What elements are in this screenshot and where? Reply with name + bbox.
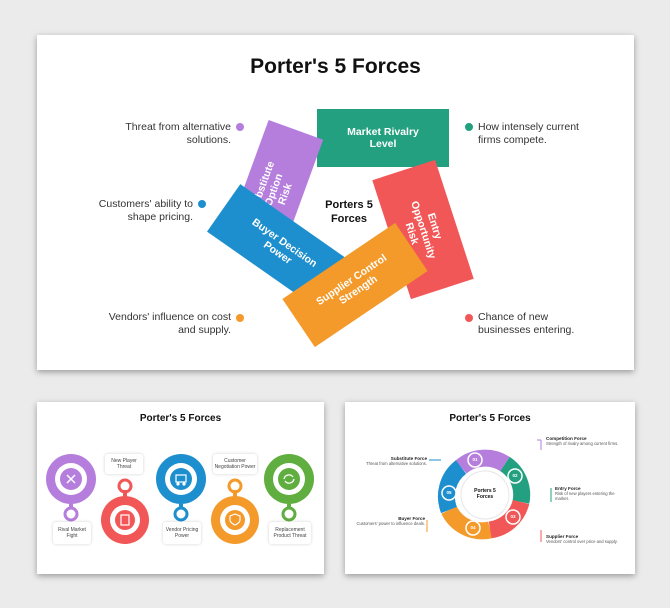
note-entry: Chance of new businesses entering. — [478, 311, 575, 336]
thumbnail-slide-cycle[interactable]: Porter's 5 Forces Porters 5 Forces — [345, 402, 635, 574]
close-icon — [66, 474, 76, 484]
center-label: Porters 5 Forces — [317, 198, 381, 226]
cycle-center-line-2: Forces — [476, 494, 494, 500]
cycle-item-supplier: Supplier Force Vendors' control over pri… — [546, 534, 618, 544]
dot-entry — [465, 314, 473, 322]
band-rivalry: Market Rivalry Level — [317, 109, 449, 167]
door-icon — [120, 514, 130, 526]
cycle-item-desc: Customers' power to influence deals. — [356, 521, 425, 526]
dot-buyer — [198, 200, 206, 208]
pins-graphic — [46, 454, 314, 544]
cycle-item-buyer: Buyer Force Customers' power to influenc… — [353, 516, 425, 526]
label-new-player: New Player Threat — [105, 454, 143, 474]
shield-icon — [229, 513, 241, 526]
note-buyer: Customers' ability to shape pricing. — [98, 198, 193, 223]
dot-substitute — [236, 123, 244, 131]
center-line-1: Porters 5 — [325, 199, 373, 211]
slide-title: Porter's 5 Forces — [139, 413, 222, 424]
cycle-item-desc: Vendors' control over price and supply. — [546, 539, 618, 544]
recycle-icon — [283, 474, 295, 484]
band-buyer-label: Buyer Decision Power — [249, 216, 320, 270]
label-customer: Customer Negotiation Power — [213, 454, 257, 474]
label-rival: Rival Market Fight — [53, 522, 91, 544]
cycle-graphic — [426, 439, 552, 542]
step-02: 02 — [512, 473, 518, 478]
step-01: 01 — [472, 457, 478, 462]
slide-title: Porter's 5 Forces — [449, 413, 531, 424]
step-04: 04 — [470, 525, 476, 530]
pin-purple — [46, 454, 96, 522]
pin-orange — [211, 478, 259, 544]
cycle-item-substitute: Substitute Force Threat from alternative… — [353, 456, 427, 466]
pin-blue — [156, 454, 206, 522]
shopping-cart-icon — [175, 474, 187, 486]
cycle-center-label: Porters 5 Forces — [461, 488, 509, 500]
cycle-item-title: Competition Force — [546, 436, 587, 441]
dot-supplier — [236, 314, 244, 322]
note-supplier: Vendors' influence on cost and supply. — [108, 311, 231, 336]
cycle-item-competition: Competition Force Strength of rivalry am… — [546, 436, 622, 446]
pin-red — [101, 478, 149, 544]
dot-rivalry — [465, 123, 473, 131]
step-05: 05 — [446, 490, 452, 495]
cycle-item-title: Supplier Force — [546, 534, 579, 539]
cycle-item-title: Entry Force — [555, 486, 581, 491]
cycle-item-title: Buyer Force — [398, 516, 425, 521]
center-line-2: Forces — [330, 213, 368, 225]
step-03: 03 — [510, 514, 516, 519]
label-vendor: Vendor Pricing Power — [163, 522, 201, 544]
thumbnail-slide-pins[interactable]: Porter's 5 Forces — [37, 402, 324, 574]
note-substitute: Threat from alternative solutions. — [125, 121, 231, 146]
cycle-item-desc: Threat from alternative solutions. — [366, 461, 427, 466]
cycle-item-title: Substitute Force — [390, 456, 427, 461]
cycle-item-entry: Entry Force Risk of new players entering… — [555, 486, 625, 501]
main-slide[interactable]: Porter's 5 Forces Market Rivalry Level S… — [37, 35, 634, 370]
slide-title: Porter's 5 Forces — [250, 55, 421, 78]
cycle-center-line-1: Porters 5 — [474, 488, 496, 494]
pin-green — [264, 454, 314, 522]
label-replacement: Replacement Product Threat — [269, 522, 311, 544]
note-rivalry: How intensely current firms compete. — [478, 121, 579, 146]
band-rivalry-label: Market Rivalry Level — [347, 126, 419, 150]
cycle-item-desc: Strength of rivalry among current firms. — [546, 441, 619, 446]
cycle-item-desc: Risk of new players entering the market. — [555, 491, 615, 501]
